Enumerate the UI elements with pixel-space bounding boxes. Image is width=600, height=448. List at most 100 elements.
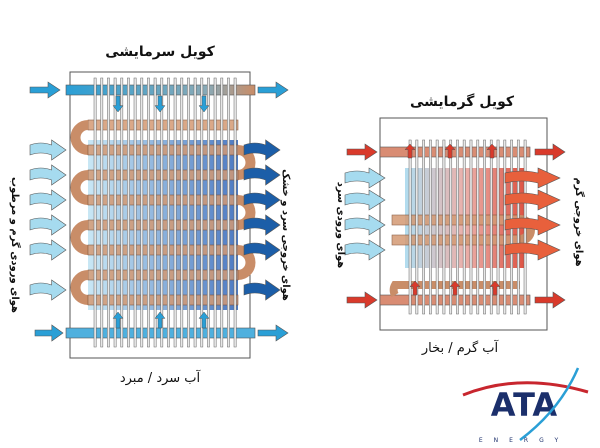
u-bend — [237, 145, 256, 180]
fin — [187, 77, 190, 348]
cooling-fluid-label: آب سرد / مبرد — [120, 369, 202, 386]
heating-air-arrows — [344, 143, 566, 309]
outlet-fluid-arrow-icon — [534, 291, 566, 309]
outlet-air-arrow-icon — [504, 167, 561, 189]
header-tube-bottom — [379, 294, 531, 306]
fin — [93, 77, 97, 348]
fin — [133, 77, 137, 348]
u-bend — [237, 195, 256, 230]
flow-arrow-icon — [449, 280, 461, 296]
fin — [153, 77, 157, 348]
fin — [442, 139, 446, 315]
heating-inlet-air-label: هوای ورودی سرد — [335, 182, 346, 268]
flow-arrow-icon — [404, 143, 416, 159]
inlet-air-arrow-icon — [344, 239, 386, 261]
flow-arrow-icon — [198, 311, 210, 329]
fin — [435, 139, 439, 315]
fin — [140, 77, 144, 348]
fin — [456, 139, 459, 315]
flow-arrow-icon — [198, 95, 210, 113]
heating-outlet-air-label: هوای خروجی گرم — [573, 177, 586, 266]
cooling-coil: کویل سرمایشی هوای ورودی گرم و مرطوب هوای… — [9, 44, 291, 386]
flow-arrow-icon — [444, 143, 456, 159]
inlet-air-arrow-icon — [29, 139, 67, 161]
flow-arrow-icon — [154, 95, 166, 113]
u-bend — [237, 245, 256, 280]
fin — [408, 139, 412, 315]
flow-arrow-icon — [112, 311, 124, 329]
fin — [200, 77, 204, 348]
inlet-air-arrow-icon — [29, 214, 67, 236]
outlet-air-arrow-icon — [243, 214, 281, 236]
fin — [489, 139, 493, 315]
outlet-air-arrow-icon — [243, 189, 281, 211]
flow-arrow-icon — [489, 280, 501, 296]
inlet-air-arrow-icon — [29, 239, 67, 261]
cooling-outlet-air-label: هوای خروجی سرد و خشک — [280, 169, 291, 301]
cooling-inlet-air-label: هوای ورودی گرم و مرطوب — [9, 177, 22, 313]
logo-text: ATA — [491, 386, 558, 424]
fin — [449, 139, 453, 315]
flow-arrow-icon — [154, 311, 166, 329]
fin — [496, 139, 500, 315]
outlet-air-arrow-icon — [504, 189, 561, 211]
inlet-air-arrow-icon — [29, 164, 67, 186]
flow-arrow-icon — [409, 280, 421, 296]
inlet-fluid-arrow-icon — [346, 143, 378, 161]
inlet-air-arrow-icon — [344, 189, 386, 211]
header-tube-top — [379, 146, 531, 158]
inlet-fluid-arrow-icon — [29, 81, 61, 99]
u-bend — [389, 281, 520, 297]
inlet-air-arrow-icon — [29, 189, 67, 211]
fin — [220, 77, 224, 348]
fin — [207, 77, 210, 348]
coil-tube — [391, 234, 521, 246]
u-bend — [70, 120, 89, 155]
fin — [227, 77, 230, 348]
cooling-fins — [93, 77, 237, 348]
outlet-air-arrow-icon — [243, 239, 281, 261]
fin — [167, 77, 170, 348]
cooling-air-arrows — [29, 81, 289, 342]
outlet-air-arrow-icon — [243, 279, 281, 301]
ata-energy-logo: ATA ENERGY — [462, 367, 589, 444]
fin — [193, 77, 197, 348]
inlet-fluid-arrow-icon — [34, 324, 64, 342]
inlet-air-arrow-icon — [29, 279, 67, 301]
inlet-air-arrow-icon — [344, 214, 386, 236]
heating-fluid-label: آب گرم / بخار — [421, 339, 500, 356]
fin — [213, 77, 217, 348]
fin — [147, 77, 150, 348]
fin — [113, 77, 117, 348]
heating-coil-title: کویل گرمایشی — [410, 93, 515, 110]
outlet-air-arrow-icon — [243, 139, 281, 161]
fin — [107, 77, 110, 348]
fin — [120, 77, 124, 348]
fin — [180, 77, 184, 348]
outlet-fluid-arrow-icon — [257, 81, 289, 99]
u-bend — [70, 270, 89, 305]
fin — [233, 77, 237, 348]
fin — [422, 139, 425, 315]
fin — [160, 77, 164, 348]
fin — [173, 77, 177, 348]
fin — [483, 139, 486, 315]
flow-arrow-icon — [486, 143, 498, 159]
fin — [462, 139, 466, 315]
fin — [476, 139, 480, 315]
outlet-air-arrow-icon — [504, 214, 561, 236]
inlet-air-arrow-icon — [344, 167, 386, 189]
inlet-fluid-arrow-icon — [346, 291, 378, 309]
fin — [415, 139, 419, 315]
u-bend — [70, 220, 89, 255]
fin — [127, 77, 130, 348]
u-bend — [70, 170, 89, 205]
logo-subtext: ENERGY — [479, 437, 569, 444]
outlet-air-arrow-icon — [243, 164, 281, 186]
fin — [429, 139, 432, 315]
outlet-air-arrow-icon — [504, 239, 561, 261]
flow-arrow-icon — [112, 95, 124, 113]
fin — [469, 139, 473, 315]
